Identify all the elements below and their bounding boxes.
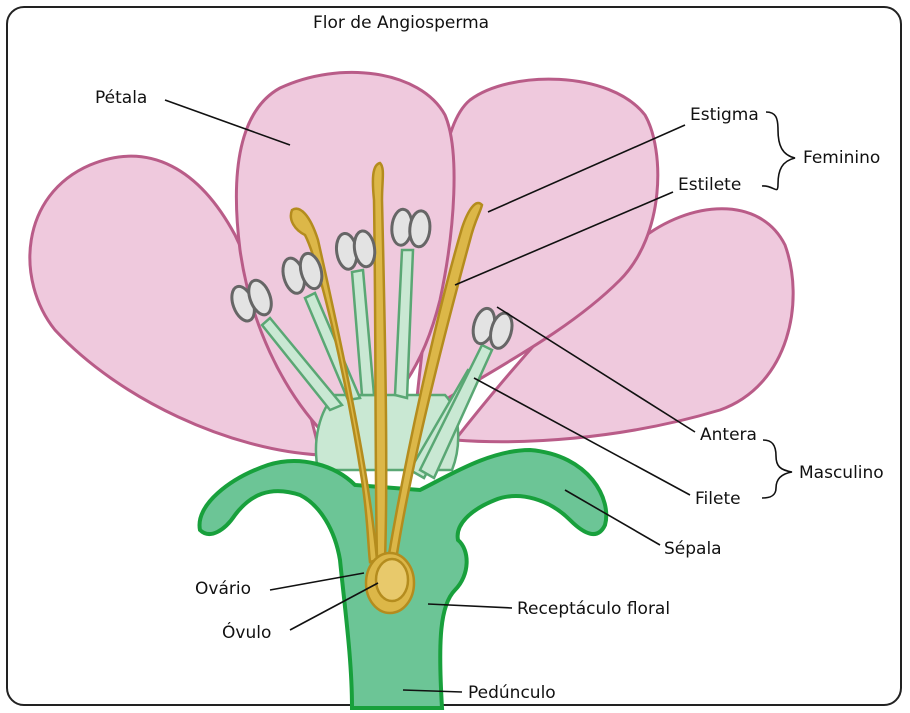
label-sepala: Sépala — [664, 539, 722, 559]
label-ovulo: Óvulo — [222, 621, 271, 643]
diagram-title: Flor de Angiosperma — [313, 13, 489, 33]
label-estigma: Estigma — [690, 105, 759, 125]
brace-feminino — [762, 112, 795, 190]
ovule — [376, 559, 408, 601]
label-feminino: Feminino — [803, 148, 880, 168]
label-pedunculo: Pedúnculo — [468, 683, 556, 703]
label-ovario: Ovário — [195, 579, 251, 599]
label-estilete: Estilete — [678, 175, 741, 195]
label-receptaculo: Receptáculo floral — [517, 599, 670, 619]
label-antera: Antera — [700, 425, 757, 445]
label-petala: Pétala — [95, 88, 147, 108]
anther-3 — [334, 230, 377, 271]
brace-masculino — [762, 440, 792, 498]
label-masculino: Masculino — [799, 463, 884, 483]
label-filete: Filete — [695, 489, 741, 509]
anther-4 — [390, 208, 431, 247]
